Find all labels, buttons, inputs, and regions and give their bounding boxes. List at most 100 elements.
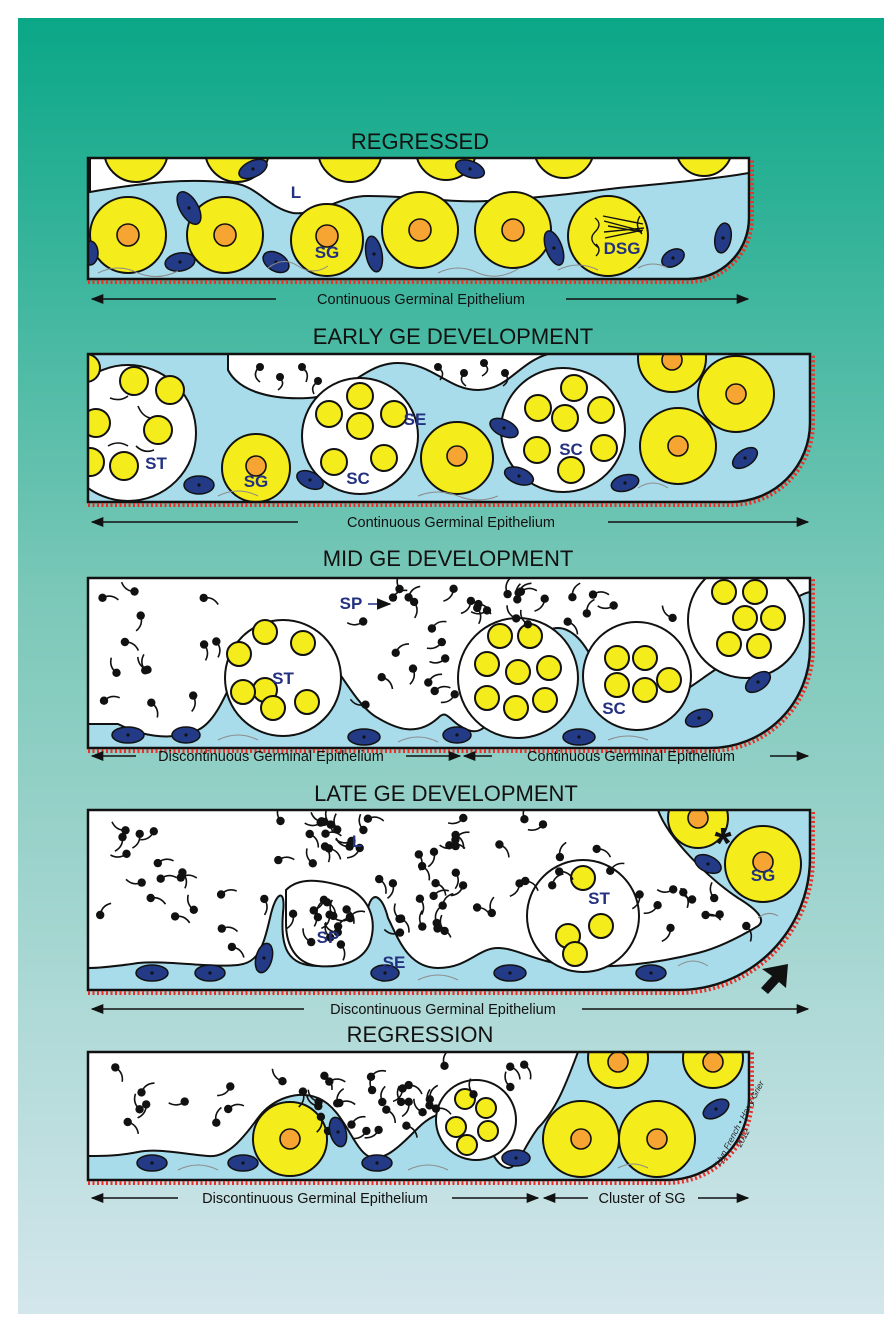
sperm-head [397,1098,405,1106]
sperm-head [137,1088,145,1096]
figure-frame: REGRESSED [18,18,884,1314]
span-label-discontinuous: Discontinuous Germinal Epithelium [330,1002,556,1018]
sperm-head [359,617,367,625]
sperm-head [666,924,674,932]
sperm-head [452,869,460,877]
sperm-head [431,879,439,887]
sperm-head [130,587,138,595]
sperm-head [382,1106,390,1114]
sperm-head [548,881,556,889]
sperm-head [431,687,439,695]
sperm-head [224,1105,232,1113]
asterisk-marker: * [714,819,732,868]
sperm-head [555,867,563,875]
sperm-head [474,600,482,608]
sperm-head [375,875,383,883]
label-lumen: L [291,183,301,202]
sperm-head [441,654,449,662]
germinal-epithelium-diagram: REGRESSED [18,18,884,1314]
sperm-head [688,895,696,903]
sperm-head [364,815,372,823]
sperm-head [402,1122,410,1130]
sperm-head [228,943,236,951]
sperm-head [635,890,643,898]
dividing-spermatogonium [568,196,648,276]
span-label-discontinuous: Discontinuous Germinal Epithelium [158,749,384,765]
sperm-head [217,890,225,898]
sperm-head [368,1086,376,1094]
sperm-head [314,1102,322,1110]
label-dsg: DSG [604,239,641,258]
sperm-head [449,585,457,593]
sperm-head [593,845,601,853]
sperm-head [418,862,426,870]
span-label-discontinuous: Discontinuous Germinal Epithelium [202,1191,428,1207]
sperm-head [541,595,549,603]
label-sc: SC [346,469,370,488]
sperm-head [556,853,564,861]
label-st: ST [145,454,167,473]
sperm-head [307,938,315,946]
sperm-head [218,924,226,932]
sperm-head [137,611,145,619]
sperm-head [98,594,106,602]
sperm-head [409,664,417,672]
sperm-head [668,614,676,622]
sperm-head [200,640,208,648]
sperm-head [289,910,297,918]
sperm-head [415,850,423,858]
sperm-head [429,892,437,900]
sperm-head [512,614,520,622]
sperm-head [314,913,322,921]
panel-mid-ge-development: MID GE DEVELOPMENT [88,546,813,765]
sperm-head [121,638,129,646]
sperm-head [361,701,369,709]
label-sc-2: SC [559,440,583,459]
sperm-head [710,894,718,902]
sperm-head [424,678,432,686]
sperm-head [428,624,436,632]
sperm-head [503,590,511,598]
sperm-head [418,1108,426,1116]
sperm-head [524,620,532,628]
span-label-continuous: Continuous Germinal Epithelium [347,515,555,531]
sperm-head [389,879,397,887]
panel-early-ge-development: EARLY GE DEVELOPMENT [60,324,813,531]
sperm-head [606,867,614,875]
sperm-head [451,831,459,839]
sperm-head [398,1084,406,1092]
sperm-head [440,1062,448,1070]
sperm-head [515,879,523,887]
sperm-head [495,840,503,848]
label-sp: SP [340,594,363,613]
sperm-head [100,697,108,705]
sperm-head [274,856,282,864]
sperm-head [96,911,104,919]
sperm-head [347,1120,355,1128]
sperm-head [396,928,404,936]
sperm-head [568,593,576,601]
sperm-head [306,830,314,838]
sperm-head [610,601,618,609]
sperm-head [742,922,750,930]
panel-title-mid: MID GE DEVELOPMENT [323,546,574,571]
span-label-continuous: Continuous Germinal Epithelium [527,749,735,765]
sperm-head [564,618,572,626]
sperm-head [433,924,441,932]
sperm-head [669,885,677,893]
sperm-head [181,1097,189,1105]
sperm-head [154,859,162,867]
sperm-head [459,881,467,889]
sperm-head [212,637,220,645]
sperm-head [488,909,496,917]
sperm-head [430,848,438,856]
label-lumen: L [352,832,362,851]
sperm-head [367,1073,375,1081]
sperm-head [467,597,475,605]
sperm-head [138,878,146,886]
panel-late-ge-development: LATE GE DEVELOPMENT L SP SE [88,781,813,1018]
sperm-head [378,1098,386,1106]
sperm-head [325,844,333,852]
sperm-head [362,1127,370,1135]
sperm-head [190,906,198,914]
